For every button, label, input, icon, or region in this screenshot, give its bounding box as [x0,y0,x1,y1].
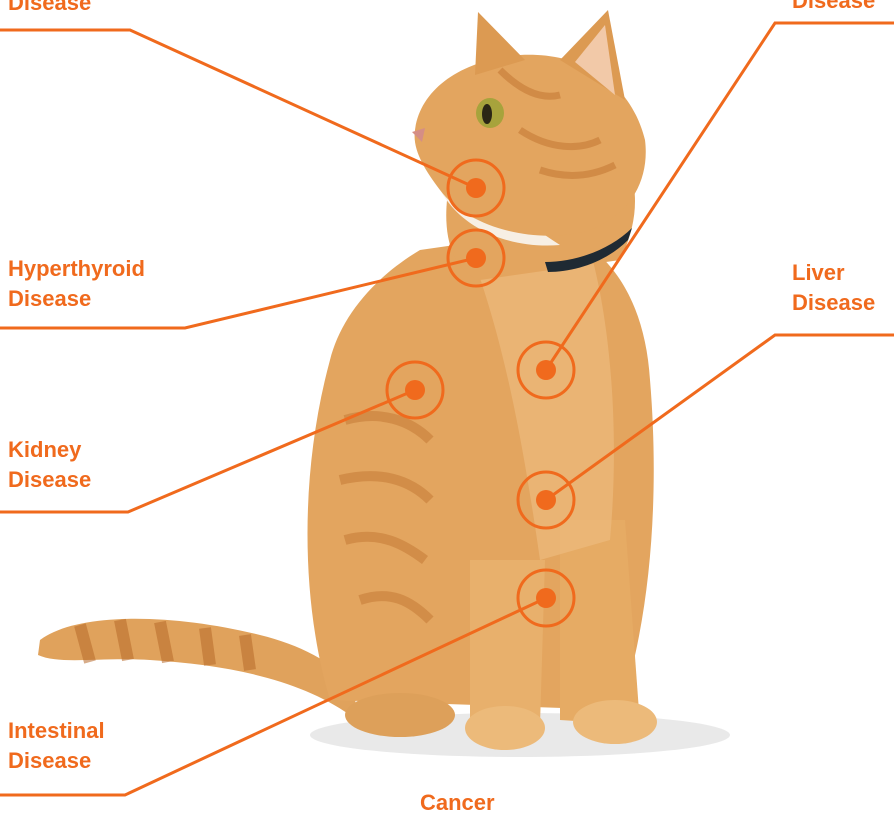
label-top-right: Disease [792,0,875,16]
label-intestinal-line2: Disease [8,746,105,776]
cat-left-leg [470,560,545,725]
label-kidney-line2: Disease [8,465,91,495]
label-top-right-line2: Disease [792,0,875,16]
label-liver-line2: Disease [792,288,875,318]
callout-line-top-left [0,30,476,188]
label-kidney-line1: Kidney [8,435,91,465]
label-liver-line1: Liver [792,258,875,288]
cat-left-paw [465,706,545,750]
label-liver: Liver Disease [792,258,875,318]
label-cancer-line1: Cancer [420,788,495,818]
label-kidney: Kidney Disease [8,435,91,495]
label-cancer: Cancer [420,788,495,818]
label-intestinal-line1: Intestinal [8,716,105,746]
cat-right-paw [573,700,657,744]
label-hyperthyroid-line2: Disease [8,284,145,314]
cat-pupil [482,104,492,124]
label-hyperthyroid-line1: Hyperthyroid [8,254,145,284]
label-intestinal: Intestinal Disease [8,716,105,776]
cat-back-paw [345,693,455,737]
label-top-left-line2: Disease [8,0,91,18]
label-top-left: Disease [8,0,91,18]
label-hyperthyroid: Hyperthyroid Disease [8,254,145,314]
